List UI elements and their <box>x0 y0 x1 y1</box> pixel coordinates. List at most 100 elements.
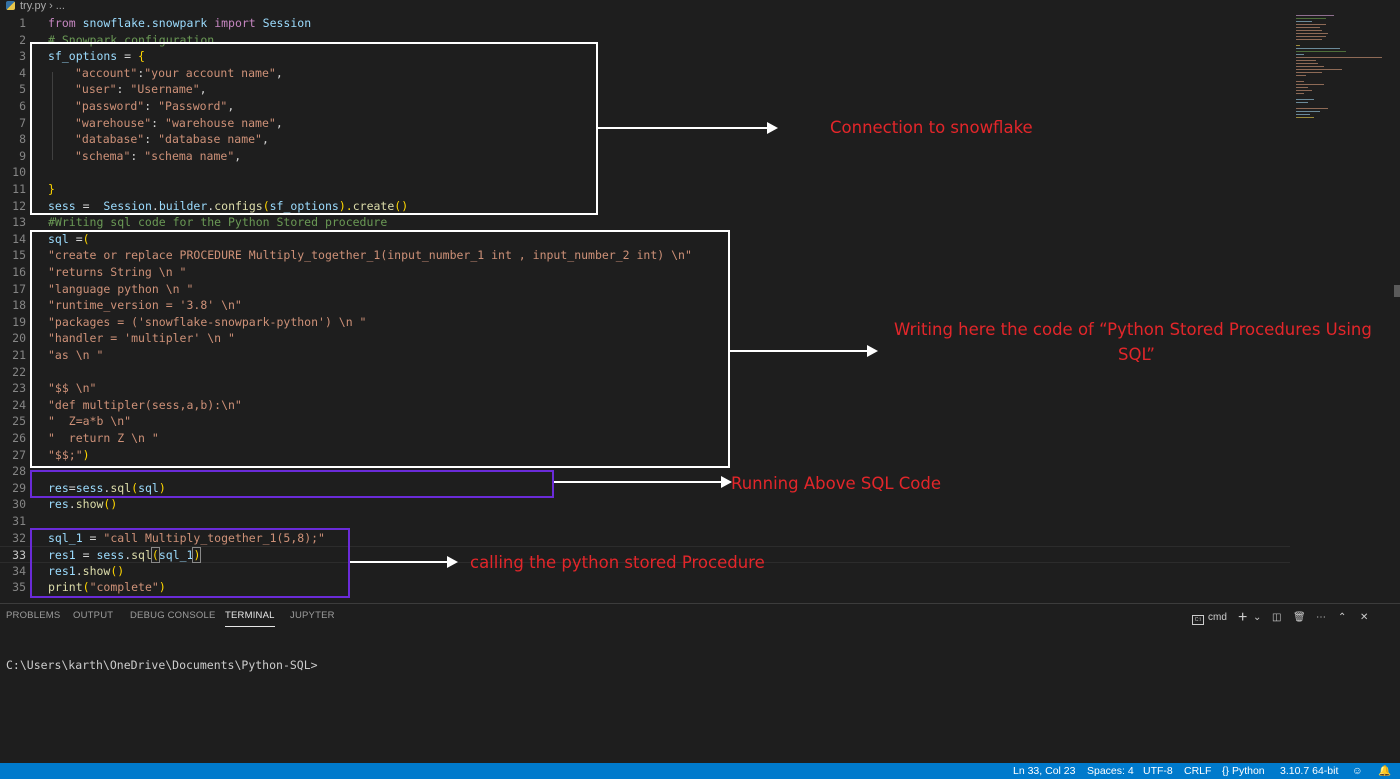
indentation[interactable]: Spaces: 4 <box>1087 765 1134 777</box>
string: "packages = ('snowflake-snowpark-python'… <box>48 314 367 329</box>
token: ( <box>131 480 139 495</box>
token: res1 <box>48 563 76 578</box>
encoding[interactable]: UTF-8 <box>1143 765 1173 777</box>
minimap-line <box>1296 93 1304 94</box>
minimap-line <box>1296 84 1324 85</box>
tab-terminal[interactable]: TERMINAL <box>225 610 275 627</box>
code-line-22[interactable]: 22 <box>0 364 1290 381</box>
code-line-13[interactable]: 13#Writing sql code for the Python Store… <box>0 214 1290 231</box>
token: "Password" <box>158 99 228 113</box>
more-actions-icon[interactable]: ⋯ <box>1316 612 1326 623</box>
close-icon[interactable]: ✕ <box>1360 612 1369 623</box>
interpreter[interactable]: 3.10.7 64-bit <box>1280 765 1339 777</box>
line-number: 8 <box>19 132 26 147</box>
token: show <box>75 497 104 512</box>
line-number: 1 <box>19 16 26 30</box>
minimap-line <box>1296 66 1324 67</box>
code-line-4[interactable]: 4"account":"your account name", <box>0 65 1290 82</box>
code-line-6[interactable]: 6"password": "Password", <box>0 98 1290 115</box>
code-line-19[interactable]: 19"packages = ('snowflake-snowpark-pytho… <box>0 314 1290 331</box>
code-line-5[interactable]: 5"user": "Username", <box>0 81 1290 98</box>
language-mode[interactable]: {} Python <box>1222 763 1265 779</box>
token: : <box>144 99 159 113</box>
minimap-line <box>1296 87 1308 88</box>
code-line-25[interactable]: 25" Z=a*b \n" <box>0 413 1290 430</box>
code-line-17[interactable]: 17"language python \n " <box>0 281 1290 298</box>
token: , <box>275 65 283 80</box>
code-line-18[interactable]: 18"runtime_version = '3.8' \n" <box>0 297 1290 314</box>
string: "create or replace PROCEDURE Multiply_to… <box>48 248 692 263</box>
code-line-20[interactable]: 20"handler = 'multipler' \n " <box>0 330 1290 347</box>
minimap-line <box>1296 33 1328 34</box>
tab-problems[interactable]: PROBLEMS <box>6 610 61 621</box>
code-line-16[interactable]: 16"returns String \n " <box>0 264 1290 281</box>
trash-icon[interactable]: 🗑 <box>1293 612 1306 623</box>
tab-output[interactable]: OUTPUT <box>73 610 114 621</box>
token: = <box>75 198 104 213</box>
code-line-8[interactable]: 8"database": "database name", <box>0 131 1290 148</box>
code-line-10[interactable]: 10 <box>0 164 1290 181</box>
new-terminal-icon[interactable]: + <box>1238 609 1248 626</box>
code-line-26[interactable]: 26" return Z \n " <box>0 430 1290 447</box>
string: "returns String \n " <box>48 265 187 279</box>
string: "runtime_version = '3.8' \n" <box>48 298 242 313</box>
code-line-9[interactable]: 9"schema": "schema name", <box>0 148 1290 165</box>
token: = <box>82 530 104 545</box>
breadcrumb[interactable]: try.py›... <box>0 0 1400 13</box>
token: ( <box>262 198 270 213</box>
scrollbar-thumb[interactable] <box>1394 285 1400 297</box>
terminal-prompt[interactable]: C:\Users\karth\OneDrive\Documents\Python… <box>6 658 318 672</box>
code-line-11[interactable]: 11} <box>0 181 1290 198</box>
token: res1 <box>48 548 76 563</box>
split-terminal-icon[interactable]: ◫ <box>1272 612 1282 623</box>
token: : <box>130 148 145 163</box>
chevron-up-icon[interactable]: ⌃ <box>1338 612 1347 623</box>
cursor-position[interactable]: Ln 33, Col 23 <box>1013 765 1076 777</box>
tab-debug-console[interactable]: DEBUG CONSOLE <box>130 610 216 621</box>
line-number: 26 <box>12 431 26 445</box>
bell-icon[interactable]: 🔔 <box>1378 765 1392 777</box>
token: . <box>68 497 76 512</box>
chevron-down-icon[interactable]: ⌄ <box>1253 612 1262 623</box>
token: print <box>48 580 83 595</box>
token: () <box>103 497 118 512</box>
code-line-7[interactable]: 7"warehouse": "warehouse name", <box>0 115 1290 132</box>
minimap[interactable] <box>1290 13 1400 603</box>
token: "database name" <box>158 132 262 147</box>
breadcrumb-more[interactable]: ... <box>55 0 65 12</box>
breadcrumb-separator: › <box>49 0 53 12</box>
token: "password" <box>75 99 145 113</box>
token: () <box>110 563 125 578</box>
minimap-line <box>1296 30 1322 31</box>
terminal-selector[interactable]: C:\cmd <box>1192 609 1227 627</box>
minimap-line <box>1296 75 1306 76</box>
code-line-21[interactable]: 21"as \n " <box>0 347 1290 364</box>
feedback-icon[interactable]: ☺ <box>1352 765 1363 777</box>
code-line-23[interactable]: 23"$$ \n" <box>0 380 1290 397</box>
panel-actions: C:\cmd + ⌄ ◫ 🗑 ⋯ ⌃ ✕ <box>1192 609 1392 629</box>
token: res <box>48 497 69 512</box>
code-line-15[interactable]: 15"create or replace PROCEDURE Multiply_… <box>0 247 1290 264</box>
code-line-24[interactable]: 24"def multipler(sess,a,b):\n" <box>0 397 1290 414</box>
status-bar: Ln 33, Col 23 Spaces: 4 UTF-8 CRLF {} Py… <box>0 763 1400 779</box>
token: = <box>117 49 139 64</box>
token: sql_1 <box>158 548 194 563</box>
code-line-31[interactable]: 31 <box>0 513 1290 530</box>
line-endings[interactable]: CRLF <box>1184 765 1212 777</box>
language-label: Python <box>1231 765 1265 777</box>
code-line-27[interactable]: 27"$$;") <box>0 447 1290 464</box>
token: show <box>82 563 111 578</box>
breadcrumb-file[interactable]: try.py <box>20 0 47 12</box>
code-line-28[interactable]: 28 <box>0 463 1290 480</box>
tab-jupyter[interactable]: JUPYTER <box>290 610 335 621</box>
